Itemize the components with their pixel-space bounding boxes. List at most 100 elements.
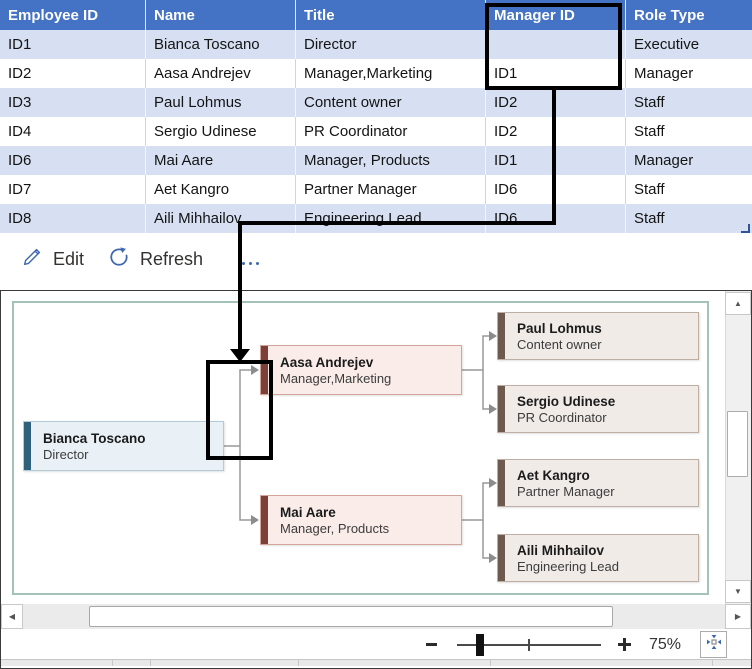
table-cell[interactable]: Aet Kangro bbox=[145, 175, 295, 204]
table-cell[interactable]: Sergio Udinese bbox=[145, 117, 295, 146]
scroll-up-button[interactable]: ▲ bbox=[725, 292, 751, 315]
org-node-aasa-andrejev[interactable]: Aasa Andrejev Manager,Marketing bbox=[260, 345, 462, 395]
table-cell[interactable]: Manager, Products bbox=[295, 146, 485, 175]
horizontal-scrollbar-thumb[interactable] bbox=[89, 606, 613, 627]
node-accent-bar bbox=[498, 535, 505, 581]
table-row: ID8 Aili Mihhailov Engineering Lead ID6 … bbox=[0, 204, 752, 233]
node-accent-bar bbox=[261, 496, 268, 544]
node-accent-bar bbox=[498, 386, 505, 432]
table-cell[interactable]: Mai Aare bbox=[145, 146, 295, 175]
refresh-icon bbox=[108, 246, 130, 273]
org-node-mai-aare[interactable]: Mai Aare Manager, Products bbox=[260, 495, 462, 545]
refresh-button[interactable]: Refresh bbox=[108, 233, 203, 286]
zoom-level-label: 75% bbox=[649, 636, 682, 653]
ellipsis-icon bbox=[256, 261, 259, 265]
org-node-sergio-udinese[interactable]: Sergio Udinese PR Coordinator bbox=[497, 385, 699, 433]
fit-to-window-button[interactable] bbox=[700, 631, 727, 658]
table-row: ID4 Sergio Udinese PR Coordinator ID2 St… bbox=[0, 117, 752, 146]
zoom-in-button[interactable] bbox=[623, 638, 626, 651]
table-cell[interactable]: Engineering Lead bbox=[295, 204, 485, 233]
org-node-aet-kangro[interactable]: Aet Kangro Partner Manager bbox=[497, 459, 699, 507]
gridline bbox=[712, 660, 713, 666]
table-cell[interactable]: ID6 bbox=[8, 152, 32, 169]
table-cell[interactable]: ID1 bbox=[8, 36, 32, 53]
edit-button[interactable]: Edit bbox=[21, 233, 84, 286]
table-row: ID2 Aasa Andrejev Manager,Marketing ID1 … bbox=[0, 59, 752, 88]
node-accent-bar bbox=[498, 313, 505, 359]
table-cell[interactable]: ID1 bbox=[485, 146, 625, 175]
table-cell[interactable]: ID2 bbox=[485, 88, 625, 117]
table-cell[interactable]: Director bbox=[295, 30, 485, 59]
table-cell[interactable]: Executive bbox=[625, 30, 752, 59]
org-node-paul-lohmus[interactable]: Paul Lohmus Content owner bbox=[497, 312, 699, 360]
more-options-button[interactable] bbox=[242, 258, 259, 268]
node-accent-bar bbox=[24, 422, 31, 470]
table-cell[interactable]: ID2 bbox=[485, 117, 625, 146]
table-cell[interactable]: Staff bbox=[625, 117, 752, 146]
node-title: Engineering Lead bbox=[517, 558, 619, 574]
table-cell[interactable]: ID3 bbox=[8, 94, 32, 111]
table-cell[interactable]: Manager bbox=[625, 146, 752, 175]
node-title: Content owner bbox=[517, 336, 602, 352]
org-node-aili-mihhailov[interactable]: Aili Mihhailov Engineering Lead bbox=[497, 534, 699, 582]
table-row: ID6 Mai Aare Manager, Products ID1 Manag… bbox=[0, 146, 752, 175]
table-cell[interactable]: ID1 bbox=[485, 59, 625, 88]
table-cell[interactable]: ID2 bbox=[8, 65, 32, 82]
table-cell[interactable] bbox=[485, 30, 625, 59]
ellipsis-icon bbox=[242, 261, 245, 265]
header-name[interactable]: Name bbox=[145, 0, 295, 30]
zoom-slider-thumb[interactable] bbox=[476, 634, 484, 656]
table-cell[interactable]: Aili Mihhailov bbox=[145, 204, 295, 233]
node-name: Bianca Toscano bbox=[43, 430, 146, 446]
table-cell[interactable]: Content owner bbox=[295, 88, 485, 117]
org-chart-visual: Bianca Toscano Director Aasa Andrejev Ma… bbox=[0, 290, 752, 669]
zoom-out-button[interactable] bbox=[426, 643, 437, 646]
gridline bbox=[490, 660, 491, 666]
header-employee-id[interactable]: Employee ID bbox=[8, 6, 99, 24]
scroll-down-button[interactable]: ▼ bbox=[725, 580, 751, 603]
bottom-gridline-strip bbox=[1, 660, 751, 666]
pencil-icon bbox=[21, 246, 43, 273]
table-cell[interactable]: PR Coordinator bbox=[295, 117, 485, 146]
table-row: ID1 Bianca Toscano Director Executive bbox=[0, 30, 752, 59]
table-cell[interactable]: Manager bbox=[625, 59, 752, 88]
node-title: Director bbox=[43, 446, 89, 462]
ellipsis-icon bbox=[249, 261, 252, 265]
scroll-right-button[interactable]: ▶ bbox=[725, 604, 751, 629]
table-cell[interactable]: ID4 bbox=[8, 123, 32, 140]
gridline bbox=[112, 660, 113, 666]
table-header-row: Employee ID Name Title Manager ID Role T… bbox=[0, 0, 752, 30]
node-name: Aili Mihhailov bbox=[517, 542, 605, 558]
node-name: Aet Kangro bbox=[517, 467, 590, 483]
vertical-scrollbar-thumb[interactable] bbox=[727, 411, 748, 477]
node-name: Mai Aare bbox=[280, 504, 336, 520]
table-cell[interactable]: Staff bbox=[625, 88, 752, 117]
scroll-left-button[interactable]: ◀ bbox=[1, 604, 23, 629]
node-title: Partner Manager bbox=[517, 483, 615, 499]
table-cell[interactable]: ID8 bbox=[8, 210, 32, 227]
table-cell[interactable]: Manager,Marketing bbox=[295, 59, 485, 88]
table-cell[interactable]: ID6 bbox=[485, 204, 625, 233]
table-cell[interactable]: Partner Manager bbox=[295, 175, 485, 204]
edit-button-label: Edit bbox=[53, 249, 85, 269]
table-cell[interactable]: Staff bbox=[625, 175, 752, 204]
table-row: ID7 Aet Kangro Partner Manager ID6 Staff bbox=[0, 175, 752, 204]
fit-to-window-icon bbox=[704, 632, 724, 657]
table-cell[interactable]: ID7 bbox=[8, 181, 32, 198]
table-cell[interactable]: Aasa Andrejev bbox=[145, 59, 295, 88]
table-cell[interactable]: Paul Lohmus bbox=[145, 88, 295, 117]
header-role-type[interactable]: Role Type bbox=[625, 0, 752, 30]
header-title[interactable]: Title bbox=[295, 0, 485, 30]
table-cell[interactable]: Staff bbox=[625, 204, 752, 233]
header-manager-id[interactable]: Manager ID bbox=[485, 0, 625, 30]
org-node-bianca-toscano[interactable]: Bianca Toscano Director bbox=[23, 421, 224, 471]
chevron-left-icon: ◀ bbox=[8, 612, 16, 621]
table-cell[interactable]: ID6 bbox=[485, 175, 625, 204]
table-cell[interactable]: Bianca Toscano bbox=[145, 30, 295, 59]
chevron-up-icon: ▲ bbox=[734, 299, 742, 308]
node-name: Paul Lohmus bbox=[517, 320, 602, 336]
table-resize-handle[interactable] bbox=[741, 224, 750, 233]
zoom-bar: 75% bbox=[1, 629, 751, 660]
gridline bbox=[150, 660, 151, 666]
